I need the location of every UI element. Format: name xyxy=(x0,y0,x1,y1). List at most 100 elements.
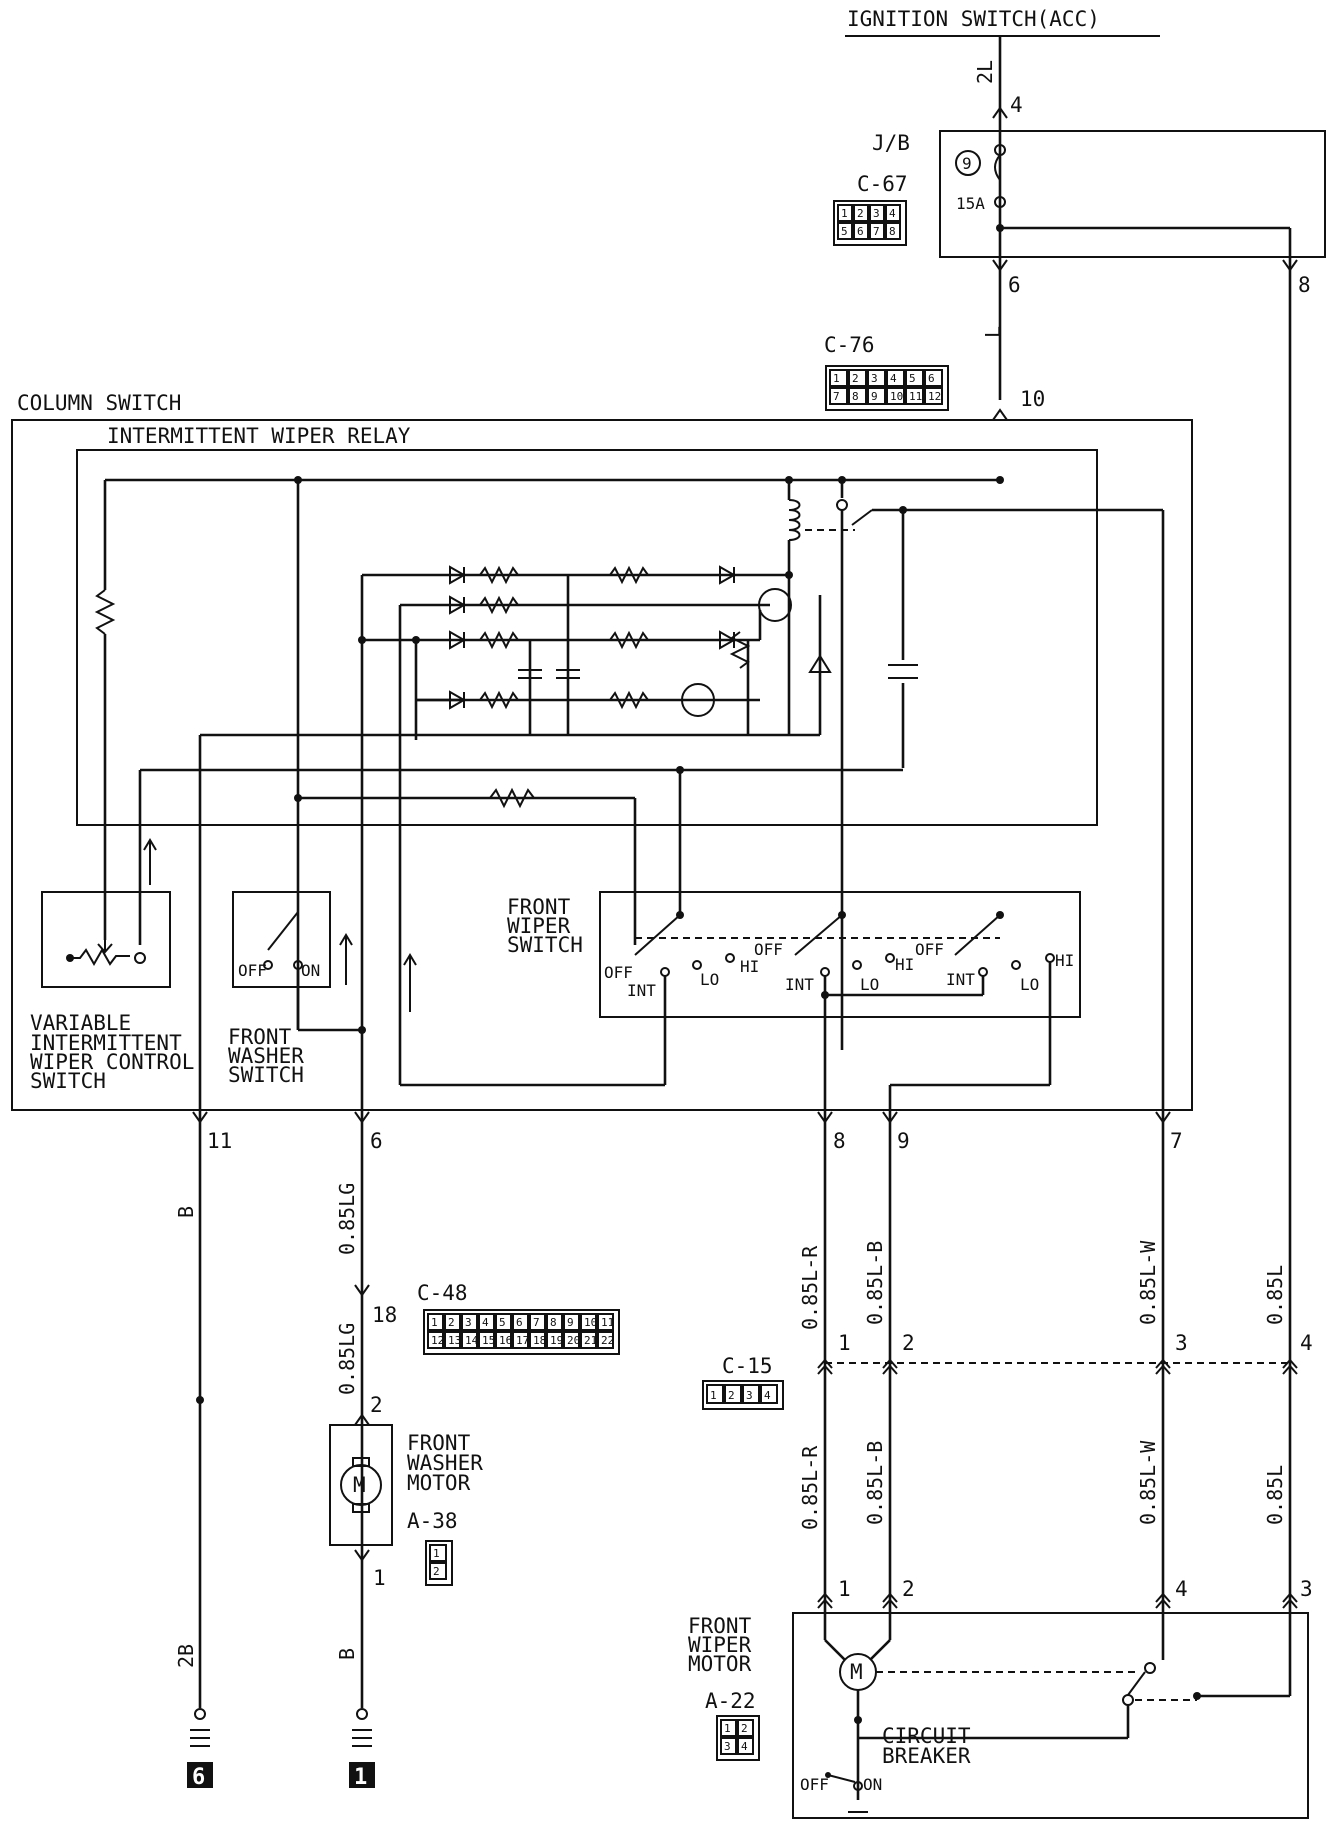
svg-text:WIPER CONTROL: WIPER CONTROL xyxy=(30,1050,194,1074)
svg-text:INTERMITTENT: INTERMITTENT xyxy=(30,1031,182,1055)
connector-pin xyxy=(444,1313,461,1331)
connector-pin xyxy=(529,1331,546,1349)
svg-text:4: 4 xyxy=(1175,1577,1188,1601)
svg-text:8: 8 xyxy=(1298,273,1311,297)
connector-pin-label: 12 xyxy=(431,1334,444,1347)
diode-symbol xyxy=(719,565,737,585)
connector-pin-label: 1 xyxy=(724,1722,731,1735)
diode-symbol xyxy=(449,595,467,615)
resistor-symbol xyxy=(609,630,649,650)
svg-text:2: 2 xyxy=(902,1331,915,1355)
c76-label: C-76 xyxy=(824,333,875,357)
svg-text:2: 2 xyxy=(902,1577,915,1601)
connector-pin-label: 3 xyxy=(724,1740,731,1753)
connector-pin-label: 4 xyxy=(741,1740,748,1753)
connector-pin xyxy=(848,387,867,405)
svg-text:15A: 15A xyxy=(956,194,985,213)
connector-pin-label: 4 xyxy=(482,1316,489,1329)
connector-pin-label: 6 xyxy=(516,1316,523,1329)
svg-text:ON: ON xyxy=(863,1775,882,1794)
svg-text:FRONT: FRONT xyxy=(228,1025,292,1049)
wire-2l-label: 2L xyxy=(973,60,997,84)
connector-pin xyxy=(546,1331,563,1349)
connector-pin-label: 9 xyxy=(567,1316,574,1329)
svg-text:LO: LO xyxy=(1020,975,1039,994)
svg-text:0.85L-R: 0.85L-R xyxy=(798,1245,822,1330)
connector-pin xyxy=(429,1562,447,1580)
a38-connector: 12 xyxy=(425,1540,453,1586)
variable-intermittent-switch[interactable]: VARIABLE INTERMITTENT WIPER CONTROL SWIT… xyxy=(30,838,194,1093)
connector-pin xyxy=(478,1313,495,1331)
connector-pin xyxy=(563,1313,580,1331)
connector-pin-label: 20 xyxy=(567,1334,580,1347)
connector-pin xyxy=(885,222,901,240)
connector-pin xyxy=(924,369,943,387)
connector-pin-label: 12 xyxy=(928,390,941,403)
svg-text:0.85LG: 0.85LG xyxy=(335,1323,359,1395)
svg-text:0.85L-R: 0.85L-R xyxy=(798,1445,822,1530)
connector-pin xyxy=(429,1544,447,1562)
svg-text:LO: LO xyxy=(700,970,719,989)
connector-pin xyxy=(706,1384,724,1404)
svg-text:SWITCH: SWITCH xyxy=(30,1069,106,1093)
connector-pin xyxy=(737,1719,754,1737)
connector-pin xyxy=(597,1313,614,1331)
connector-pin xyxy=(924,387,943,405)
svg-text:CIRCUIT: CIRCUIT xyxy=(882,1724,971,1748)
connector-pin xyxy=(563,1331,580,1349)
connector-pin-label: 22 xyxy=(601,1334,614,1347)
connector-pin xyxy=(886,387,905,405)
connector-pin-label: 4 xyxy=(764,1389,771,1402)
diode-symbol xyxy=(449,690,467,710)
connector-pin xyxy=(853,222,869,240)
connector-pin-label: 3 xyxy=(746,1389,753,1402)
svg-text:MOTOR: MOTOR xyxy=(688,1652,752,1676)
connector-pin xyxy=(869,204,885,222)
connector-pin xyxy=(885,204,901,222)
front-wiper-switch[interactable]: FRONT WIPER SWITCH OFF OFF OFF INT INT I… xyxy=(507,891,1081,1087)
svg-text:8: 8 xyxy=(833,1129,846,1153)
svg-text:9: 9 xyxy=(962,154,972,173)
connector-pin xyxy=(720,1737,737,1755)
connector-pin xyxy=(580,1331,597,1349)
connector-pin-label: 6 xyxy=(857,225,864,238)
svg-text:M: M xyxy=(353,1473,366,1497)
connector-pin-label: 9 xyxy=(871,390,878,403)
svg-text:BREAKER: BREAKER xyxy=(882,1744,971,1768)
ground-wire-6: B 2B 6 xyxy=(174,1110,213,1790)
svg-text:0.85L-W: 0.85L-W xyxy=(1136,1440,1160,1525)
connector-pin xyxy=(495,1313,512,1331)
svg-text:HI: HI xyxy=(740,957,759,976)
svg-text:SWITCH: SWITCH xyxy=(507,933,583,957)
connector-pin-label: 4 xyxy=(889,207,896,220)
svg-text:9: 9 xyxy=(897,1129,910,1153)
svg-text:HI: HI xyxy=(1055,951,1074,970)
svg-text:0.85L: 0.85L xyxy=(1263,1265,1287,1325)
svg-text:0.85L-W: 0.85L-W xyxy=(1136,1240,1160,1325)
svg-text:WIPER: WIPER xyxy=(688,1633,752,1657)
connector-pin xyxy=(529,1313,546,1331)
connector-pin xyxy=(886,369,905,387)
connector-pin-label: 11 xyxy=(909,390,922,403)
resistor-symbol xyxy=(479,565,519,585)
connector-pin-label: 2 xyxy=(728,1389,735,1402)
connector-pin-label: 8 xyxy=(852,390,859,403)
connector-pin xyxy=(461,1313,478,1331)
connector-pin xyxy=(580,1313,597,1331)
connector-pin-label: 7 xyxy=(533,1316,540,1329)
connector-pin-label: 2 xyxy=(433,1565,440,1578)
svg-text:10: 10 xyxy=(1020,387,1045,411)
svg-text:2: 2 xyxy=(370,1393,383,1417)
svg-text:OFF: OFF xyxy=(604,963,633,982)
connector-pin xyxy=(478,1331,495,1349)
column-switch: COLUMN SWITCH INTERMITTENT WIPER RELAY xyxy=(11,391,1193,1111)
front-washer-switch[interactable]: OFF ON FRONT WASHER SWITCH xyxy=(228,891,366,1087)
c15-label: C-15 xyxy=(722,1354,773,1378)
c67-label: C-67 xyxy=(857,172,908,196)
connector-pin xyxy=(427,1313,444,1331)
connector-pin xyxy=(837,204,853,222)
